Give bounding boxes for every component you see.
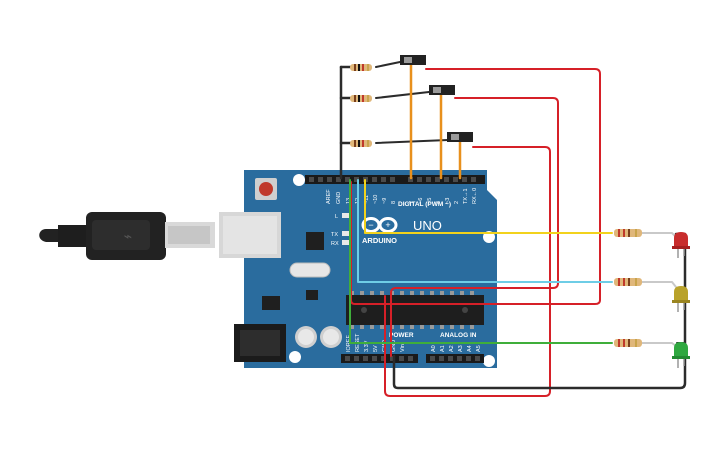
wire-red-switch1: [350, 68, 601, 305]
aref-label: AREF: [326, 189, 332, 204]
power-header: [341, 354, 418, 363]
svg-text:−: −: [368, 220, 373, 230]
led-rx: [342, 240, 350, 245]
pin-label: 2: [454, 201, 460, 204]
pin-label: ~3: [445, 198, 451, 204]
usb-symbol-icon: ⌁: [124, 229, 132, 245]
mounting-hole: [293, 174, 305, 186]
resistor-left-3: [350, 140, 372, 147]
pin-label: TX→1: [463, 188, 469, 204]
gnd-label: GND: [336, 192, 342, 204]
slide-switch-1[interactable]: [400, 55, 426, 65]
pin-label: 3.3V: [364, 340, 370, 352]
wire-black-ground: [392, 232, 687, 390]
slide-switch-2[interactable]: [429, 85, 455, 95]
mounting-hole: [289, 351, 301, 363]
pin-label: A3: [458, 345, 464, 352]
pin-label: 4: [436, 201, 442, 204]
usb-chip: [306, 232, 324, 250]
digital-label: DIGITAL (PWM ~): [398, 201, 451, 208]
pin-label: ~10: [373, 195, 379, 204]
resistor-left-2: [350, 95, 372, 102]
wire-yellow: [364, 179, 613, 234]
wire-red-switch3: [384, 146, 551, 397]
atmega-chip: [346, 295, 484, 325]
led-green: [672, 342, 690, 368]
model-label: UNO: [413, 218, 442, 233]
led-l: [342, 213, 350, 218]
wire-green: [349, 179, 613, 344]
resistor-right-1: [614, 229, 642, 237]
reset-button-cap[interactable]: [259, 182, 273, 196]
pin-label: RX←0: [472, 188, 478, 204]
led-yellow: [672, 286, 690, 312]
pin-label: ~6: [418, 198, 424, 204]
wire-red-switch2: [390, 97, 559, 357]
led-tx: [342, 231, 350, 236]
pin-label: A2: [449, 345, 455, 352]
resistor-right-3: [614, 339, 642, 347]
pin-label: GND: [391, 340, 397, 352]
analog-label: ANALOG IN: [440, 332, 477, 339]
led-red: [672, 232, 690, 258]
pin-label: ~5: [427, 198, 433, 204]
pin-label: A0: [431, 345, 437, 352]
brand-label: ARDUINO: [362, 236, 397, 245]
pin-label: 8: [391, 201, 397, 204]
pin-label: A1: [440, 345, 446, 352]
resistor-right-2: [614, 278, 642, 286]
pin-label: Vin: [400, 344, 406, 352]
pin-label: ~11: [364, 195, 370, 204]
pin-label: A4: [467, 345, 473, 352]
pin-label: 7: [409, 201, 415, 204]
power-label: POWER: [389, 332, 414, 339]
wire-cyan: [357, 179, 613, 283]
crystal-oscillator: [289, 262, 331, 278]
arduino-logo-icon: − +: [361, 217, 398, 233]
analog-header: [426, 354, 484, 363]
wire-res-switch: [375, 91, 430, 99]
resistor-left-1: [350, 64, 372, 71]
voltage-regulator: [262, 296, 280, 310]
svg-text:+: +: [385, 220, 390, 230]
led-tx-label: TX: [331, 232, 338, 238]
led-rx-label: RX: [331, 241, 339, 247]
pin-label: IOREF: [346, 335, 352, 352]
pin-label: ~9: [382, 198, 388, 204]
wires: [339, 61, 687, 397]
mounting-hole: [483, 355, 495, 367]
slide-switch-3[interactable]: [447, 132, 473, 142]
usb-cable: ⌁: [39, 212, 215, 260]
pin-label: 5V: [373, 345, 379, 352]
wire-res-switch: [375, 61, 401, 68]
pin-label: A5: [476, 345, 482, 352]
led-l-label: L: [335, 214, 338, 220]
